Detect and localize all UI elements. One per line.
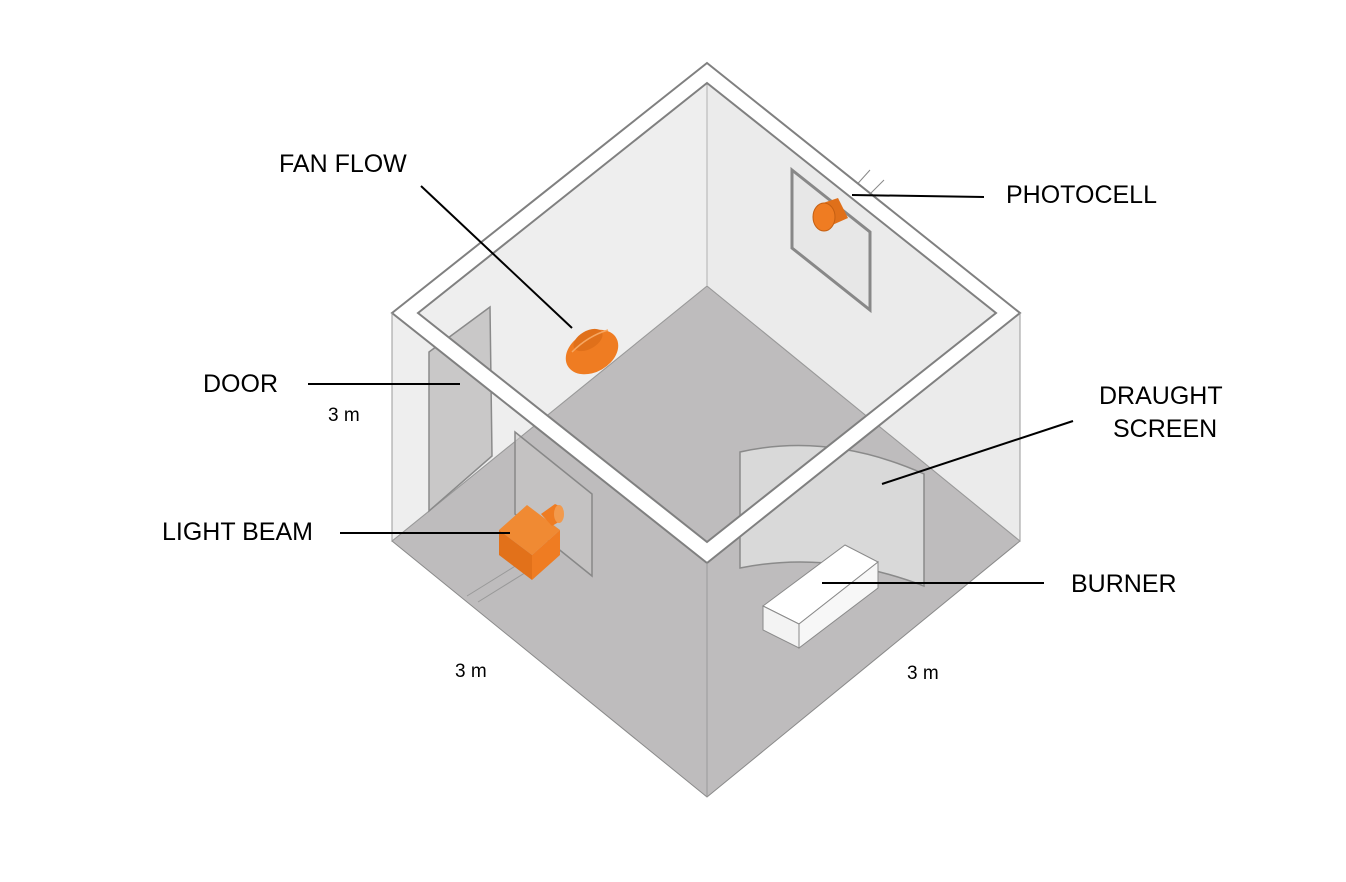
width-left-dimension-label: 3 m: [455, 661, 487, 682]
photocell-sensor: [812, 198, 848, 232]
fan-flow-device: [565, 328, 619, 375]
draught-screen-leader: [881, 420, 1074, 485]
draught-screen-label-line1: DRAUGHT: [1099, 382, 1223, 410]
light-beam-panel: [514, 430, 593, 578]
burner-label: BURNER: [1071, 570, 1177, 598]
light-beam-device: [499, 504, 564, 580]
width-right-dimension-label: 3 m: [907, 663, 939, 684]
photocell-label: PHOTOCELL: [1006, 181, 1157, 209]
light-beam-label: LIGHT BEAM: [162, 518, 313, 546]
fan-flow-leader: [420, 185, 573, 329]
draught-screen-label-line2: SCREEN: [1113, 415, 1217, 443]
height-dimension-label: 3 m: [328, 405, 360, 426]
door-label: DOOR: [203, 370, 278, 398]
fan-flow-label: FAN FLOW: [279, 150, 407, 178]
photocell-leader: [851, 194, 985, 198]
